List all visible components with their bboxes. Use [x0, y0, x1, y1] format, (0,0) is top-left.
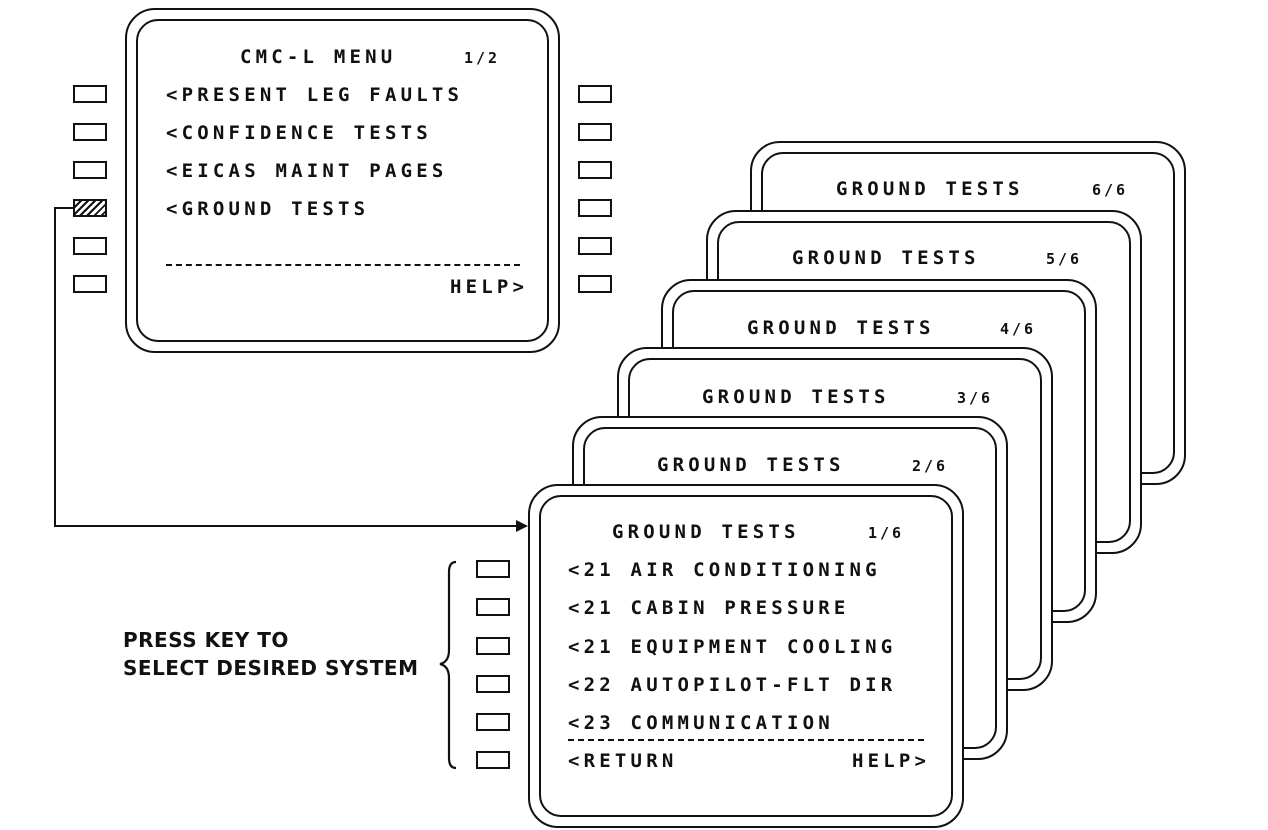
system-key-1[interactable] [476, 560, 510, 578]
page-3-title: GROUND TESTS [702, 386, 890, 408]
connector-arrowhead [516, 520, 528, 532]
system-key-3[interactable] [476, 637, 510, 655]
page-6-title: GROUND TESTS [836, 178, 1024, 200]
menu-left-key-3[interactable] [73, 161, 107, 179]
cmc-menu-display [125, 8, 560, 353]
menu-left-key-2[interactable] [73, 123, 107, 141]
system-item-air-conditioning[interactable]: <21 AIR CONDITIONING [568, 559, 881, 581]
ground-tests-page-1 [528, 484, 964, 828]
system-item-equipment-cooling[interactable]: <21 EQUIPMENT COOLING [568, 636, 897, 658]
menu-right-key-1[interactable] [578, 85, 612, 103]
page-3-number: 3/6 [957, 389, 994, 407]
system-key-2[interactable] [476, 598, 510, 616]
system-key-5[interactable] [476, 713, 510, 731]
system-item-cabin-pressure[interactable]: <21 CABIN PRESSURE [568, 597, 850, 619]
page-1-title: GROUND TESTS [612, 521, 800, 543]
page-1-number: 1/6 [868, 524, 905, 542]
menu-item-eicas-maint-pages[interactable]: <EICAS MAINT PAGES [166, 160, 448, 182]
selection-connector-line [54, 207, 518, 527]
page-1-divider [568, 739, 924, 741]
system-item-communication[interactable]: <23 COMMUNICATION [568, 712, 834, 734]
menu-item-confidence-tests[interactable]: <CONFIDENCE TESTS [166, 122, 432, 144]
menu-right-key-4[interactable] [578, 199, 612, 217]
curly-brace [439, 560, 457, 770]
menu-right-key-2[interactable] [578, 123, 612, 141]
system-key-6[interactable] [476, 751, 510, 769]
menu-item-ground-tests[interactable]: <GROUND TESTS [166, 198, 370, 220]
page-5-number: 5/6 [1046, 250, 1083, 268]
page-2-number: 2/6 [912, 457, 949, 475]
return-label[interactable]: <RETURN [568, 750, 678, 772]
page-2-title: GROUND TESTS [657, 454, 845, 476]
menu-left-key-5[interactable] [73, 237, 107, 255]
menu-item-present-leg-faults[interactable]: <PRESENT LEG FAULTS [166, 84, 464, 106]
page-4-number: 4/6 [1000, 320, 1037, 338]
page-6-number: 6/6 [1092, 181, 1129, 199]
menu-page-number: 1/2 [464, 49, 501, 67]
page-1-help-label[interactable]: HELP> [852, 750, 931, 772]
page-4-title: GROUND TESTS [747, 317, 935, 339]
system-item-autopilot-flt-dir[interactable]: <22 AUTOPILOT-FLT DIR [568, 674, 897, 696]
annotation-line-2: SELECT DESIRED SYSTEM [123, 656, 419, 680]
menu-divider [166, 264, 520, 266]
menu-right-key-3[interactable] [578, 161, 612, 179]
menu-title: CMC-L MENU [240, 46, 397, 68]
menu-left-key-6[interactable] [73, 275, 107, 293]
menu-left-key-4-selected[interactable] [73, 199, 107, 217]
system-key-4[interactable] [476, 675, 510, 693]
annotation-line-1: PRESS KEY TO [123, 628, 289, 652]
menu-right-key-5[interactable] [578, 237, 612, 255]
menu-help-label[interactable]: HELP> [450, 276, 529, 298]
menu-left-key-1[interactable] [73, 85, 107, 103]
cmc-menu-screen [136, 19, 549, 342]
menu-right-key-6[interactable] [578, 275, 612, 293]
page-5-title: GROUND TESTS [792, 247, 980, 269]
